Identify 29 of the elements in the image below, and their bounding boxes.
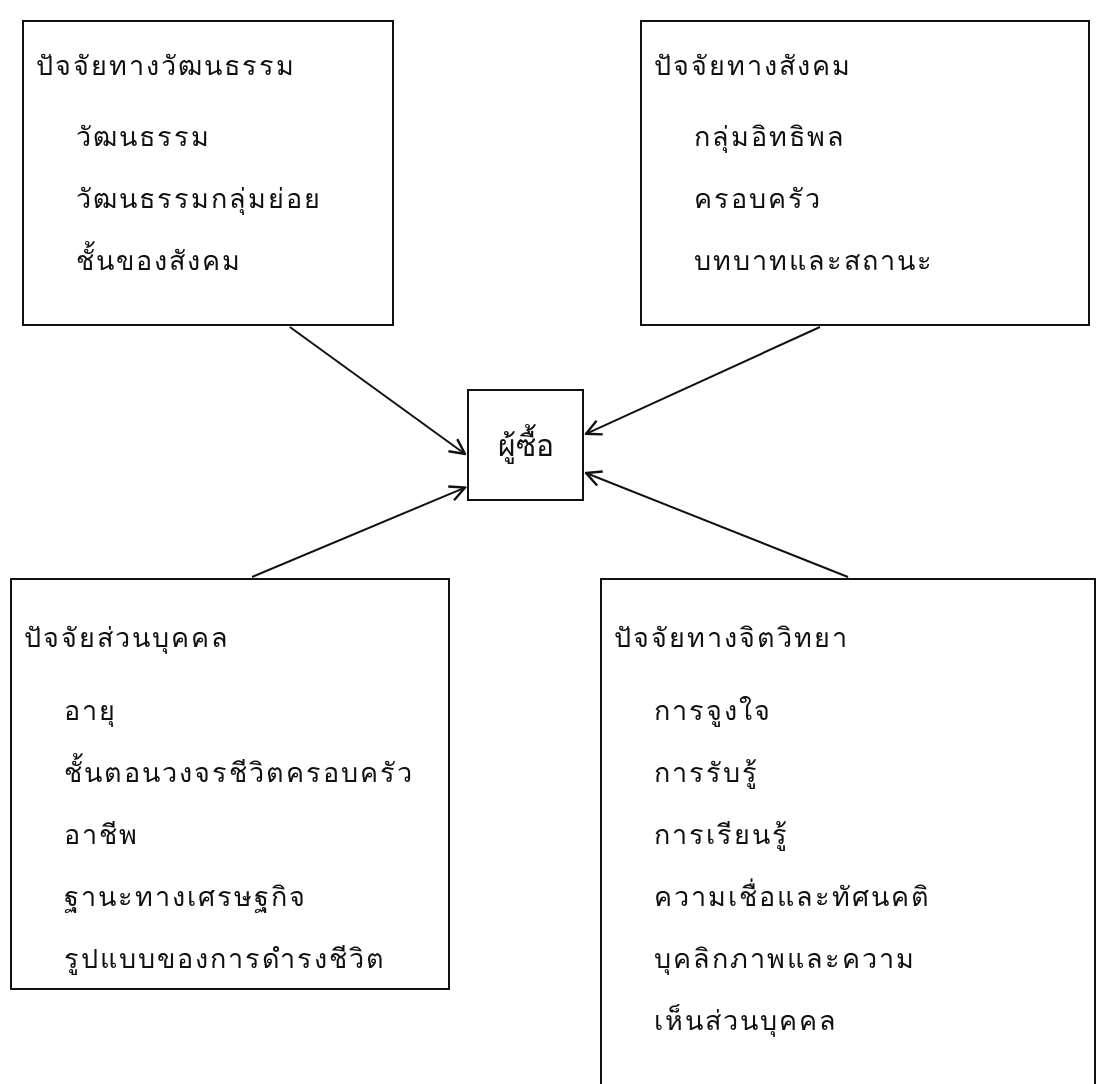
list-item: การจูงใจ bbox=[654, 694, 773, 729]
arrow bbox=[584, 326, 821, 436]
list-item: ชั้นตอนวงจรชีวิตครอบครัว bbox=[64, 742, 444, 804]
box-heading: ปัจจัยส่วนบุคคล bbox=[24, 621, 230, 656]
box-heading: ปัจจัยทางสังคม bbox=[654, 49, 852, 83]
list-item: บุคลิกภาพและความเห็นส่วนบุคคล bbox=[654, 942, 917, 1039]
list-item: กลุ่มอิทธิพล bbox=[694, 120, 847, 155]
list-item: วัฒนธรรม bbox=[76, 120, 212, 154]
list-item: ความเชื่อและทัศนคติ bbox=[654, 866, 954, 928]
list-item: ชั้นของสังคม bbox=[76, 230, 376, 292]
box-heading: ปัจจัยทางจิตวิทยา bbox=[614, 621, 849, 655]
list-item: การรับรู้ bbox=[654, 756, 760, 791]
list-item: รูปแบบของการดำรงชีวิต bbox=[64, 942, 387, 977]
buyer-box: ผู้ซื้อ bbox=[467, 389, 584, 501]
list-item: ครอบครัว bbox=[694, 182, 823, 216]
factor-box bbox=[600, 578, 1096, 1084]
list-item: อายุ bbox=[64, 694, 118, 729]
list-item: อาชีพ bbox=[64, 818, 140, 852]
factor-box bbox=[10, 578, 450, 990]
arrow bbox=[288, 326, 467, 456]
box-heading: ปัจจัยทางวัฒนธรรม bbox=[36, 49, 296, 83]
factor-box bbox=[640, 20, 1090, 326]
list-item: การเรียนรู้ bbox=[654, 818, 790, 853]
list-item: วัฒนธรรมกลุ่มย่อย bbox=[76, 182, 323, 217]
list-item: บทบาทและสถานะ bbox=[694, 244, 935, 278]
arrow bbox=[251, 485, 467, 578]
list-item: ฐานะทางเศรษฐกิจ bbox=[64, 880, 308, 915]
arrow bbox=[584, 470, 849, 578]
factor-box bbox=[22, 20, 394, 326]
